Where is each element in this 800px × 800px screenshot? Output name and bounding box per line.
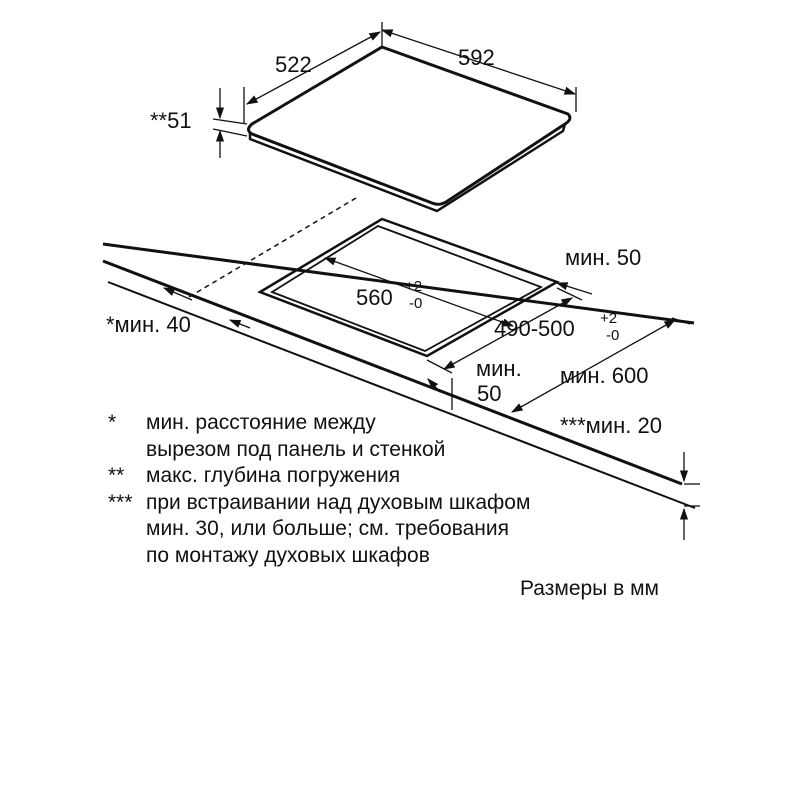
hob-top-surface — [247, 45, 572, 206]
hob-dimension-lines — [243, 22, 577, 124]
dim-600-line — [510, 319, 677, 413]
footnote-1-text: мин. расстояние между — [146, 411, 376, 434]
footnote-1-text: вырезом под панель и стенкой — [146, 437, 446, 461]
dim-cutout-width-tol-minus: -0 — [409, 295, 422, 312]
footnote-3-text: мин. 30, или больше; см. требования — [146, 517, 509, 540]
dim-immersion-depth: **51 — [150, 108, 192, 133]
footnote-3-text: по монтажу духовых шкафов — [146, 543, 430, 567]
immersion-depth-dim — [212, 88, 248, 158]
front-clearance-arrowhead — [427, 378, 441, 393]
back-clearance-arrow — [555, 282, 593, 295]
footnote-3-line-1: *** при встраивании над духовым шкафом — [108, 490, 748, 517]
dim-back-clearance: мин. 50 — [565, 245, 641, 270]
footnote-1-line-1: * мин. расстояние между — [108, 410, 748, 437]
worktop-front-edge-top — [102, 259, 683, 486]
dim-hob-depth: 522 — [275, 52, 312, 77]
dim-522-line — [245, 31, 382, 105]
dim-cutout-depth-tol-minus: -0 — [606, 327, 619, 344]
hob — [247, 45, 572, 213]
footnote-3-text: при встраивании над духовым шкафом — [146, 490, 531, 514]
dim-cutout-width-tol-plus: +2 — [405, 278, 422, 295]
footnote-3-line-3: по монтажу духовых шкафов — [108, 543, 748, 570]
dim-side-clearance: *мин. 40 — [106, 312, 191, 337]
footnote-2-line-1: ** макс. глубина погружения — [108, 463, 748, 490]
dim-592-line — [380, 29, 577, 95]
dim-cutout-width: 560 — [356, 285, 393, 310]
footnote-1-line-2: вырезом под панель и стенкой — [108, 437, 748, 464]
footnote-1-mark: * — [108, 411, 117, 434]
units-note: Размеры в мм — [520, 577, 659, 600]
dim-worktop-thickness: ***мин. 20 — [560, 413, 662, 438]
dim-490-500-line — [442, 297, 574, 370]
dim-cutout-depth-tol-plus: +2 — [600, 310, 617, 327]
footnote-3-mark: *** — [108, 490, 133, 514]
dim-front-clearance-label: мин. — [476, 356, 522, 381]
dim-hob-width: 592 — [458, 45, 495, 70]
footnote-2-text: макс. глубина погружения — [146, 464, 401, 487]
footnote-3-line-2: мин. 30, или больше; см. требования — [108, 516, 748, 543]
footnote-2-mark: ** — [108, 464, 125, 487]
dim-cutout-depth: 490-500 — [494, 316, 575, 341]
worktop-front-edge-bottom — [107, 281, 696, 509]
footnotes: * мин. расстояние между вырезом под пане… — [108, 410, 748, 569]
dim-worktop-depth: мин. 600 — [560, 363, 649, 388]
hob-bottom-edge — [248, 123, 567, 213]
hob-projection-dashed — [188, 197, 357, 298]
dim-front-clearance-value: 50 — [477, 381, 501, 406]
